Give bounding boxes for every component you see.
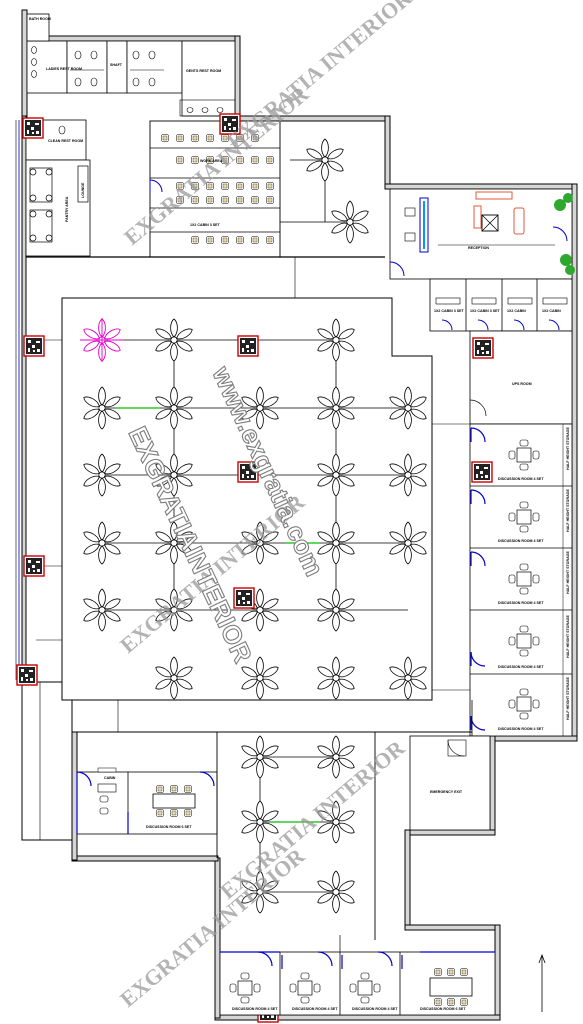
label-storage-5: HALF HEIGHT STORAGE — [566, 677, 570, 720]
label-pantry: PANTRY AREA — [65, 196, 69, 222]
label-work-area: WORK AREA — [200, 159, 223, 163]
label-clean-room: CLEAN REST ROOM — [48, 139, 83, 143]
watermark-lower: EXGRATIA INTERIOR — [215, 735, 410, 904]
label-bottom-4: DISCUSSION ROOM 6 SET — [420, 1007, 466, 1011]
label-gents-room: GENTS REST ROOM — [186, 69, 221, 73]
label-discussion-2: DISCUSSION ROOM 4 SET — [498, 539, 544, 543]
label-lounge: LOUNGE — [81, 182, 85, 198]
restroom-block: BATH ROOM LADIES REST ROOM SHAFT GENTS R… — [26, 13, 236, 117]
lower-left-rooms: CABIN DISCUSSION ROOM 6 SET — [76, 732, 376, 940]
label-ups-room: UPS ROOM — [512, 382, 532, 386]
label-bottom-1: DISCUSSION ROOM 4 SET — [232, 1007, 278, 1011]
label-emergency-exit: EMERGENCY EXIT — [430, 790, 463, 794]
label-discussion-4: DISCUSSION ROOM 4 SET — [498, 665, 544, 669]
label-cabin-4: 1X2 CABIN — [542, 309, 561, 313]
label-discussion-6: DISCUSSION ROOM 6 SET — [146, 825, 192, 829]
left-shaft — [15, 120, 73, 841]
bottom-rooms: DISCUSSION ROOM 4 SET DISCUSSION ROOM 4 … — [219, 935, 496, 1016]
label-ladies-room: LADIES REST ROOM — [46, 67, 82, 71]
label-workstations: 1X2 CABIN 3 SET — [190, 223, 221, 227]
label-cabin-3: 1X2 CABIN — [507, 309, 526, 313]
label-storage-2: HALF HEIGHT STORAGE — [566, 489, 570, 532]
pantry-zone: CLEAN REST ROOM PANTRY AREA LOUNGE — [25, 119, 91, 257]
cabin-row: 1X2 CABIN 3 SET 1X2 CABIN 3 SET 1X2 CABI… — [429, 278, 573, 332]
label-bath-room: BATH ROOM — [29, 17, 51, 21]
label-bottom-3: DISCUSSION ROOM 4 SET — [352, 1007, 398, 1011]
label-cabin: CABIN — [104, 776, 116, 780]
label-shaft: SHAFT — [110, 63, 123, 67]
label-discussion-5: DISCUSSION ROOM 4 SET — [498, 727, 544, 731]
label-cabin-2: 1X2 CABIN 3 SET — [470, 309, 501, 313]
north-arrow — [538, 953, 546, 1012]
highlighted-fan — [80, 318, 124, 362]
emergency-exit: EMERGENCY EXIT — [409, 735, 491, 831]
label-storage-3: HALF HEIGHT STORAGE — [566, 551, 570, 594]
label-storage-4: HALF HEIGHT STORAGE — [566, 615, 570, 658]
label-cabin-1: 1X2 CABIN 3 SET — [434, 309, 465, 313]
label-reception: RECEPTION — [468, 246, 489, 250]
label-discussion-1: DISCUSSION ROOM 4 SET — [498, 477, 544, 481]
label-storage-1: HALF HEIGHT STORAGE — [566, 427, 570, 470]
reception: RECEPTION — [389, 188, 575, 280]
label-discussion-3: DISCUSSION ROOM 4 SET — [498, 601, 544, 605]
label-bottom-2: DISCUSSION ROOM 4 SET — [292, 1007, 338, 1011]
workstations: WORK AREA 1X2 CABIN 3 SET — [149, 120, 281, 258]
